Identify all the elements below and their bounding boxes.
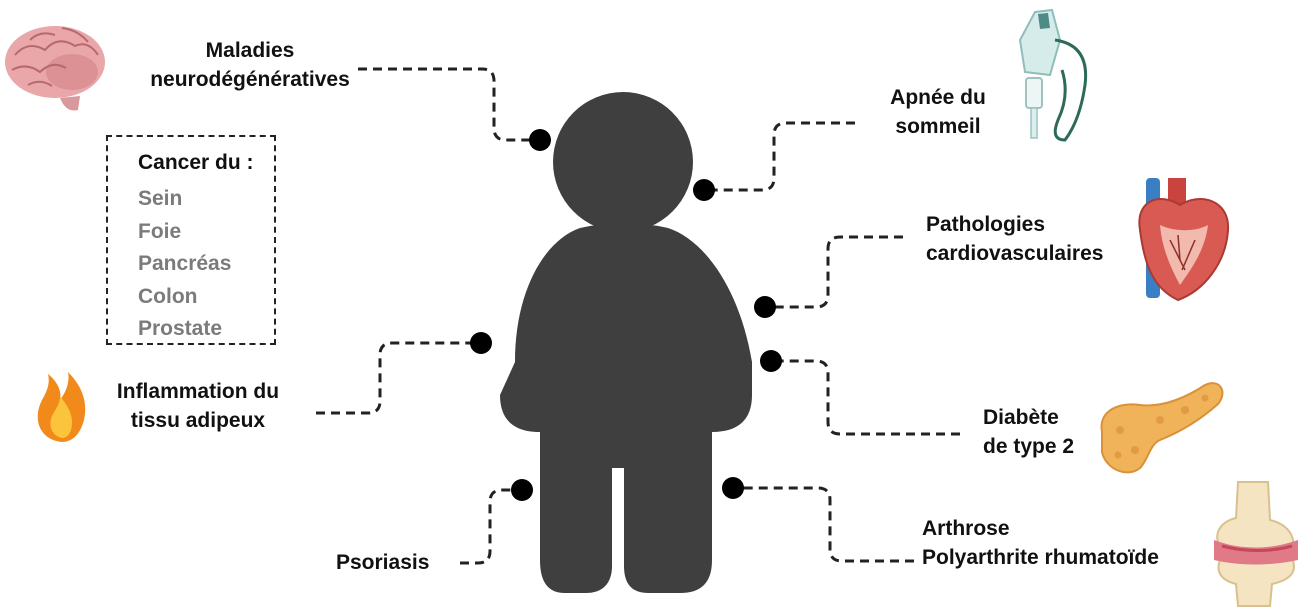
flame-icon	[37, 372, 86, 442]
label-inflammation-line1: Inflammation du	[116, 380, 280, 403]
person-silhouette	[500, 92, 752, 593]
label-diabetes: Diabète de type 2	[983, 403, 1103, 461]
connector-diabetes	[771, 359, 960, 436]
label-apnea-line2: sommeil	[895, 115, 981, 138]
label-joint: Arthrose Polyarthrite rhumatoïde	[922, 514, 1207, 572]
connector-joint	[733, 486, 914, 563]
label-joint-line2: Polyarthrite rhumatoïde	[922, 546, 1159, 569]
cancer-item: Sein	[138, 187, 183, 210]
pancreas-icon	[1100, 382, 1224, 474]
connectors	[316, 67, 960, 565]
label-joint-line1: Arthrose	[922, 517, 1010, 540]
dot-cardio	[754, 296, 776, 318]
connector-inflammation	[316, 341, 481, 415]
label-apnea: Apnée du sommeil	[868, 83, 1008, 141]
label-diabetes-line1: Diabète	[983, 406, 1059, 429]
cancer-box: Cancer du : Sein Foie Pancréas Colon Pro…	[106, 135, 276, 345]
label-inflammation-line2: tissu adipeux	[130, 409, 266, 432]
cancer-box-title: Cancer du :	[138, 151, 254, 174]
connector-cardio	[765, 235, 903, 309]
label-cardio: Pathologies cardiovasculaires	[926, 210, 1136, 268]
dot-psoriasis	[511, 479, 533, 501]
knee-joint-icon	[1214, 481, 1298, 607]
label-inflammation: Inflammation du tissu adipeux	[98, 377, 298, 435]
connector-psoriasis	[460, 488, 522, 565]
dot-inflammation	[470, 332, 492, 354]
brain-icon	[5, 26, 105, 111]
oxygen-mask-icon	[1018, 8, 1088, 142]
dot-joint	[722, 477, 744, 499]
cancer-item: Foie	[138, 219, 182, 243]
label-diabetes-line2: de type 2	[983, 435, 1075, 458]
label-psoriasis: Psoriasis	[336, 548, 456, 577]
cancer-item: Pancréas	[138, 252, 232, 275]
label-psoriasis-text: Psoriasis	[336, 551, 430, 574]
label-cardio-line1: Pathologies	[926, 213, 1046, 236]
dot-diabetes	[760, 350, 782, 372]
label-cardio-line2: cardiovasculaires	[926, 242, 1104, 265]
label-neuro: Maladies neurodégénératives	[100, 36, 400, 94]
label-neuro-line2: neurodégénératives	[150, 68, 350, 91]
connector-apnea	[706, 121, 855, 192]
dot-apnea	[693, 179, 715, 201]
dot-neuro	[529, 129, 551, 151]
label-apnea-line1: Apnée du	[890, 86, 986, 109]
heart-icon	[1138, 178, 1230, 302]
label-neuro-line1: Maladies	[205, 39, 295, 62]
cancer-item: Prostate	[138, 317, 223, 340]
connector-neuro	[358, 67, 538, 142]
connector-dots	[470, 129, 782, 501]
cancer-item: Colon	[138, 284, 198, 308]
cancer-list: Sein Foie Pancréas Colon Prostate	[138, 183, 231, 346]
